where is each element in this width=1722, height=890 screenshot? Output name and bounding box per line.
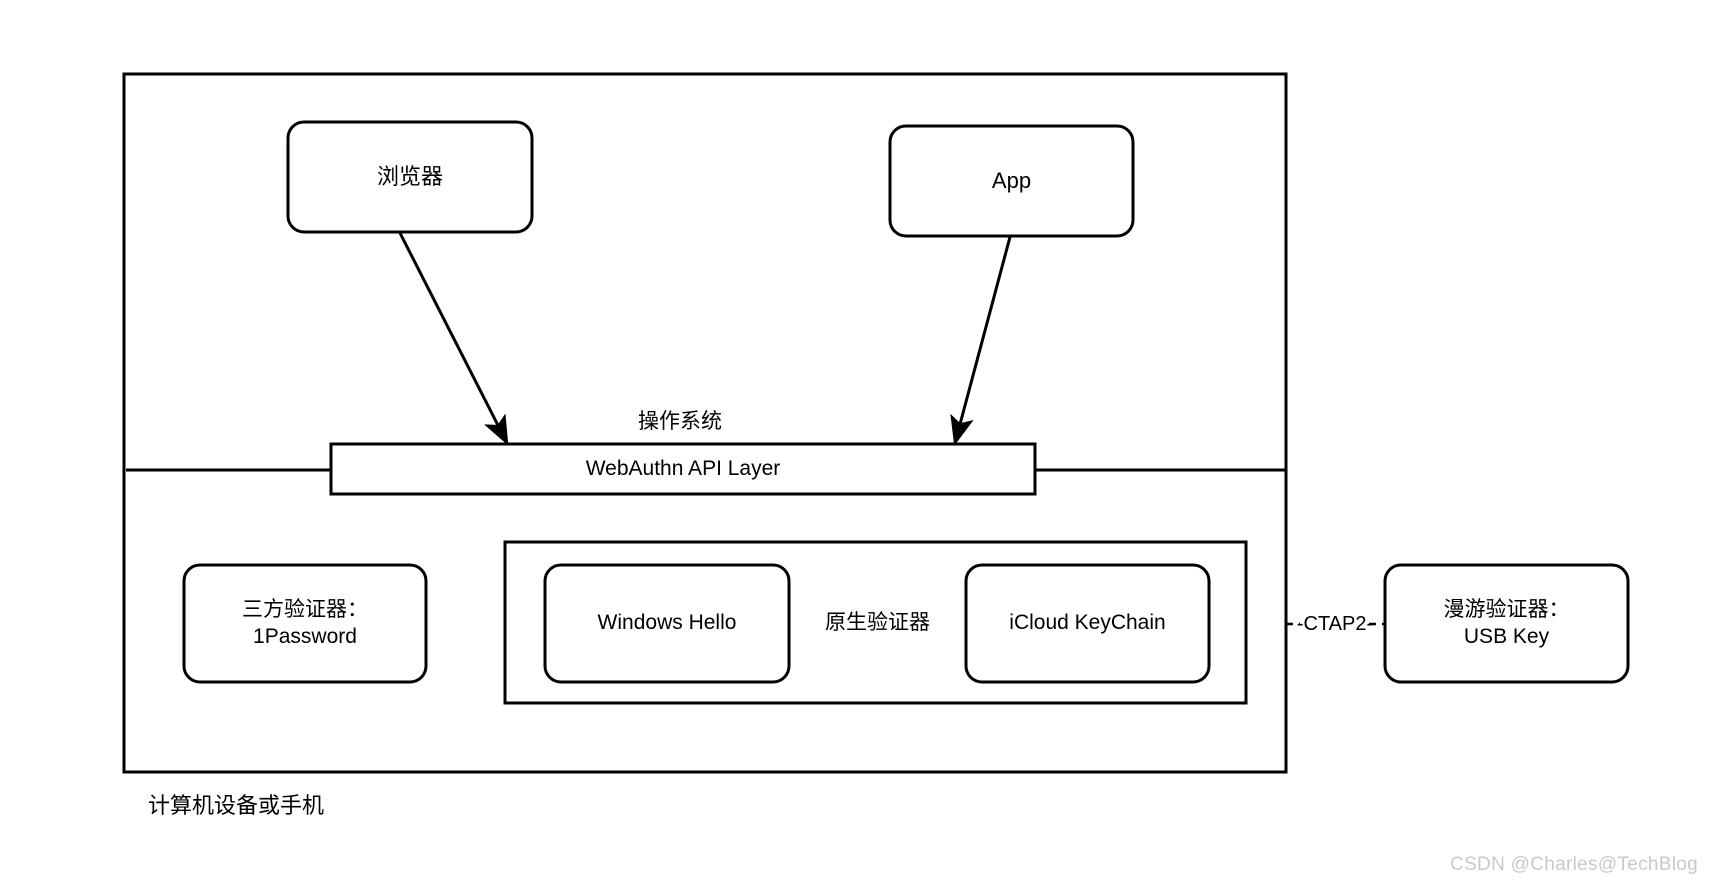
csdn-watermark: CSDN @Charles@TechBlog <box>1450 854 1698 875</box>
node-webauthn-api-layer[interactable] <box>329 442 1037 496</box>
node-app[interactable] <box>888 124 1135 238</box>
node-icloud-keychain[interactable] <box>964 563 1211 684</box>
edge-app-to-api <box>950 236 1012 446</box>
node-windows-hello[interactable] <box>543 563 791 684</box>
edge-browser-to-api <box>398 232 509 446</box>
node-browser[interactable] <box>286 120 534 234</box>
node-roaming-authenticator[interactable] <box>1383 563 1630 684</box>
node-third-party-authenticator[interactable] <box>182 563 428 684</box>
